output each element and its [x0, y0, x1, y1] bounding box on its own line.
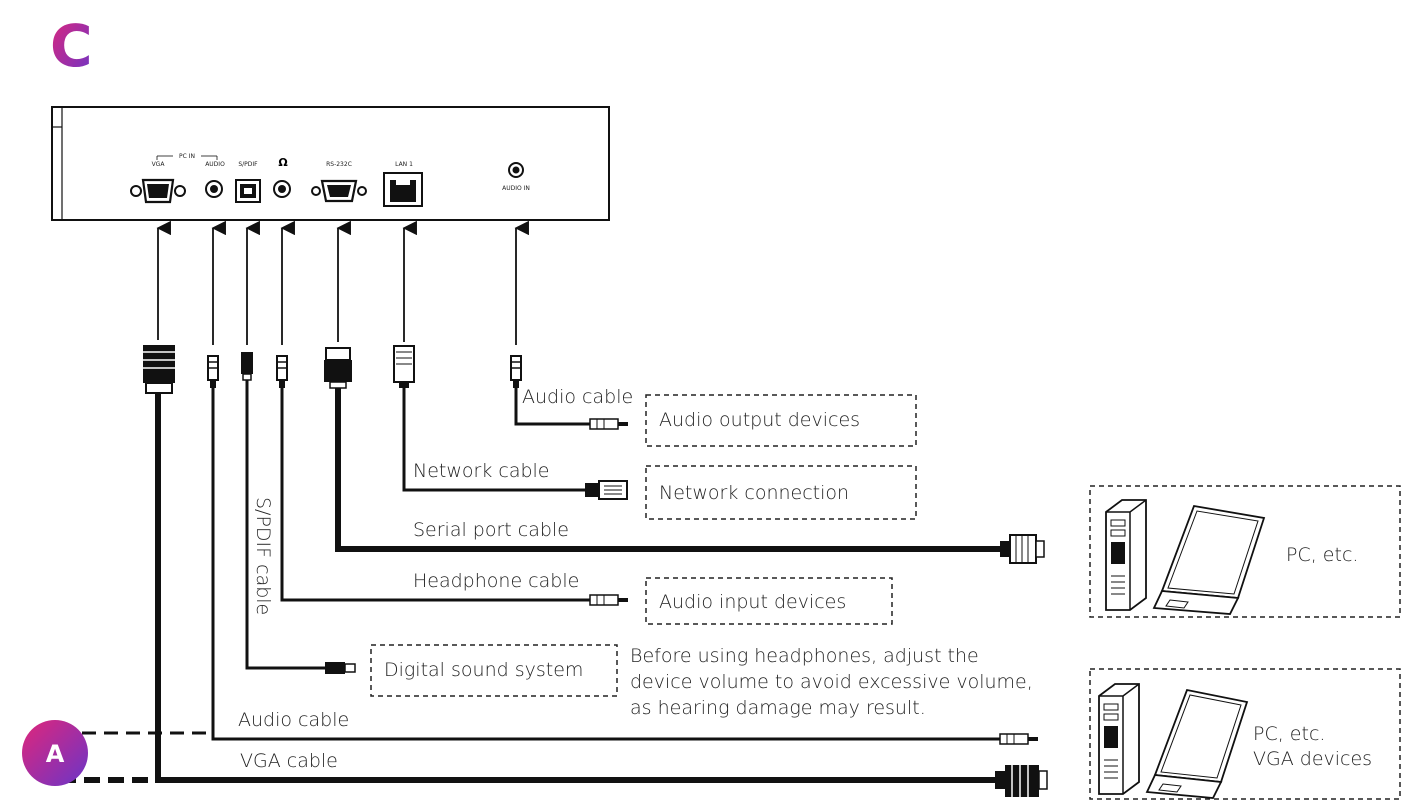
- audio-port-label: AUDIO: [205, 161, 225, 168]
- pc-in-bracket: [156, 155, 218, 160]
- pc-vga-label-line2: VGA devices: [1253, 748, 1372, 770]
- network-end-plug-icon: [585, 480, 628, 500]
- computer-icon: [1105, 499, 1266, 615]
- section-letter: C: [50, 12, 93, 80]
- lan1-port-label: LAN 1: [395, 161, 413, 168]
- audio-out-end-plug-icon: [589, 418, 628, 430]
- spdif-cable-label: S/PDIF cable: [252, 497, 274, 615]
- computer-vga-icon: [1098, 683, 1249, 799]
- vga-cable-label: VGA cable: [240, 750, 338, 772]
- pc-vga-label-line1: PC, etc.: [1253, 723, 1325, 745]
- spdif-plug-icon: [241, 352, 253, 381]
- warning-line-2: device volume to avoid excessive volume,: [630, 671, 1033, 693]
- pc-serial-label: PC, etc.: [1286, 544, 1358, 566]
- vga-end-plug-icon: [995, 765, 1048, 797]
- vga-plug-icon: [143, 345, 175, 394]
- warning-line-3: as hearing damage may result.: [630, 697, 926, 719]
- audio-in-plug-icon: [510, 355, 522, 388]
- audio-input-label: Audio input devices: [659, 591, 846, 613]
- audio-bottom-cable-label: Audio cable: [238, 709, 349, 731]
- pc-vga-box: [1089, 668, 1401, 800]
- vga-port-icon: [130, 178, 186, 204]
- vga-port-label: VGA: [152, 161, 166, 168]
- digital-sound-label: Digital sound system: [384, 659, 583, 681]
- headphone-jack-icon: [273, 180, 291, 198]
- digital-sound-box: [370, 644, 618, 697]
- audio-output-box: [645, 394, 917, 447]
- serial-cable-label: Serial port cable: [413, 519, 569, 541]
- network-connection-label: Network connection: [659, 482, 849, 504]
- connection-arrows: [156, 220, 529, 345]
- badge-a-letter: A: [46, 740, 65, 768]
- audio-output-label: Audio output devices: [659, 409, 860, 431]
- cable-lines: [60, 380, 1000, 783]
- pc-serial-box: [1089, 485, 1401, 618]
- headphone-icon: Ω: [278, 156, 288, 169]
- warning-line-1: Before using headphones, adjust the: [630, 645, 979, 667]
- network-connection-box: [645, 465, 917, 520]
- badge-a: [22, 720, 88, 786]
- headphone-end-plug-icon: [589, 594, 628, 606]
- audio-input-box: [645, 577, 893, 625]
- headphone-cable-label: Headphone cable: [413, 570, 579, 592]
- spdif-port-label: S/PDIF: [238, 161, 258, 168]
- serial-plug-icon: [324, 347, 352, 389]
- audio-jack-icon: [205, 180, 223, 198]
- spdif-port-icon: [235, 179, 261, 203]
- device-back-panel: [51, 106, 610, 221]
- audio-cable-top-label: Audio cable: [522, 386, 633, 408]
- audio-in-port-label: AUDIO IN: [502, 185, 530, 192]
- network-cable-label: Network cable: [413, 460, 550, 482]
- audio-plug-icon: [207, 355, 219, 388]
- spdif-end-plug-icon: [325, 662, 356, 674]
- audio-in-jack-icon: [508, 162, 524, 178]
- lan-port-icon: [383, 172, 423, 207]
- headphone-plug-icon: [276, 355, 288, 388]
- rs232c-port-icon: [311, 179, 367, 203]
- rs232c-port-label: RS-232C: [326, 161, 352, 168]
- serial-end-plug-icon: [1000, 534, 1045, 564]
- network-plug-icon: [393, 345, 415, 388]
- audio-bottom-end-plug-icon: [999, 733, 1038, 745]
- pc-in-label: PC IN: [179, 153, 195, 160]
